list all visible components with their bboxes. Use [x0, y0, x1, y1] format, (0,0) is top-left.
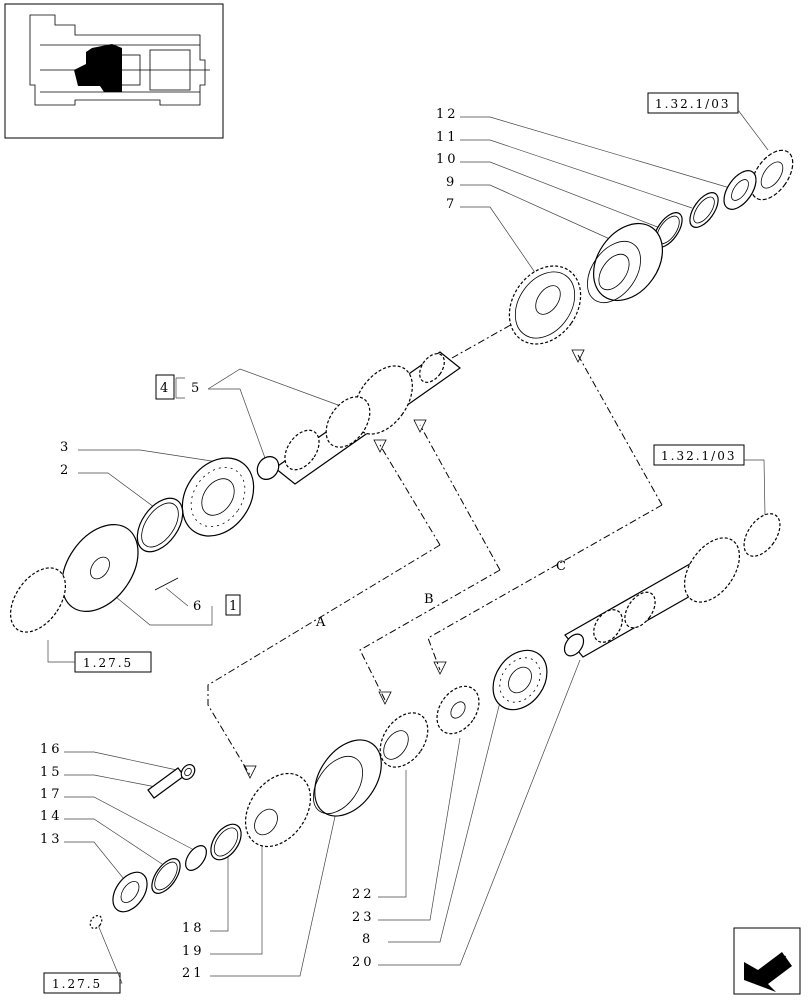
part-2-ring[interactable] — [128, 490, 192, 560]
part-3-ball-bearing[interactable] — [168, 444, 269, 550]
part-17-snap-ring[interactable] — [181, 842, 210, 874]
ref-box-bottom-left[interactable]: 1.27.5 — [43, 972, 121, 994]
upper-main-shaft[interactable] — [274, 349, 461, 485]
label-22: 22 — [352, 887, 375, 902]
part-pin-bottom[interactable] — [88, 913, 104, 930]
arrow-next-page-icon — [744, 952, 792, 992]
label-12: 12 — [436, 107, 459, 122]
part-21-synchro-sleeve[interactable] — [301, 728, 395, 829]
label-2: 2 — [60, 463, 71, 478]
label-4: 4 — [160, 381, 168, 396]
ref-box-left-mid[interactable]: 1.27.5 — [74, 651, 152, 673]
next-page-button[interactable] — [733, 927, 801, 995]
part-20-lower-shaft[interactable] — [561, 528, 751, 660]
label-10: 10 — [436, 152, 459, 167]
part-5-bushing[interactable] — [253, 452, 283, 483]
label-23: 23 — [352, 910, 375, 925]
part-22-gear[interactable] — [370, 704, 437, 776]
qty-box-4: 4 — [155, 374, 175, 400]
ref-box-mid-right[interactable]: 1.32.1/03 — [653, 444, 745, 466]
part-16-ring[interactable] — [178, 762, 197, 782]
ref-text: 1.32.1/03 — [661, 449, 736, 463]
label-14: 14 — [40, 809, 63, 824]
ref-box-top-right[interactable]: 1.32.1/03 — [647, 92, 739, 114]
qty-box-1: 1 — [225, 594, 241, 616]
leader-lines — [47, 109, 769, 984]
ref-text: 1.27.5 — [52, 977, 102, 991]
assembly-paths: A B C — [207, 299, 663, 779]
label-1: 1 — [229, 599, 237, 614]
part-13-needle-bearing[interactable] — [106, 866, 154, 918]
part-6-cover-plate[interactable] — [46, 510, 179, 625]
part-19-gear[interactable] — [232, 761, 324, 859]
label-6: 6 — [193, 599, 204, 614]
label-3: 3 — [60, 440, 71, 455]
label-18: 18 — [182, 921, 205, 936]
part-23-gear[interactable] — [428, 678, 487, 741]
label-20: 20 — [352, 955, 375, 970]
path-label-c: C — [556, 559, 566, 574]
label-21: 21 — [182, 966, 205, 981]
label-13: 13 — [40, 832, 63, 847]
part-9-synchro-sleeve[interactable] — [576, 210, 676, 313]
part-15-pin[interactable] — [147, 767, 185, 799]
ref-text: 1.27.5 — [83, 656, 133, 670]
part-7-gear[interactable] — [495, 252, 596, 358]
path-label-b: B — [424, 592, 434, 607]
path-label-a: A — [315, 615, 326, 630]
label-9: 9 — [446, 175, 457, 190]
label-15: 15 — [40, 765, 63, 780]
part-labels: 12 11 10 9 7 5 3 2 6 16 15 17 14 13 18 1… — [40, 107, 459, 981]
label-7: 7 — [446, 197, 457, 212]
part-10-ring[interactable] — [684, 188, 723, 232]
transmission-thumbnail[interactable] — [4, 3, 224, 139]
part-12-bearing-outer[interactable] — [743, 143, 801, 207]
label-19: 19 — [182, 944, 205, 959]
part-mid-right-bevel-gear[interactable] — [737, 507, 787, 562]
label-16: 16 — [40, 742, 63, 757]
part-8-bearing[interactable] — [482, 640, 558, 720]
label-11: 11 — [436, 130, 459, 145]
part-14-circlip[interactable] — [146, 854, 185, 898]
part-18-ring[interactable] — [205, 819, 248, 866]
part-11-roller-bearing[interactable] — [718, 165, 763, 215]
label-17: 17 — [40, 787, 63, 802]
ref-gear-1-27-5[interactable] — [0, 558, 77, 642]
label-8: 8 — [362, 932, 373, 947]
label-5: 5 — [191, 381, 202, 396]
ref-text: 1.32.1/03 — [655, 97, 730, 111]
